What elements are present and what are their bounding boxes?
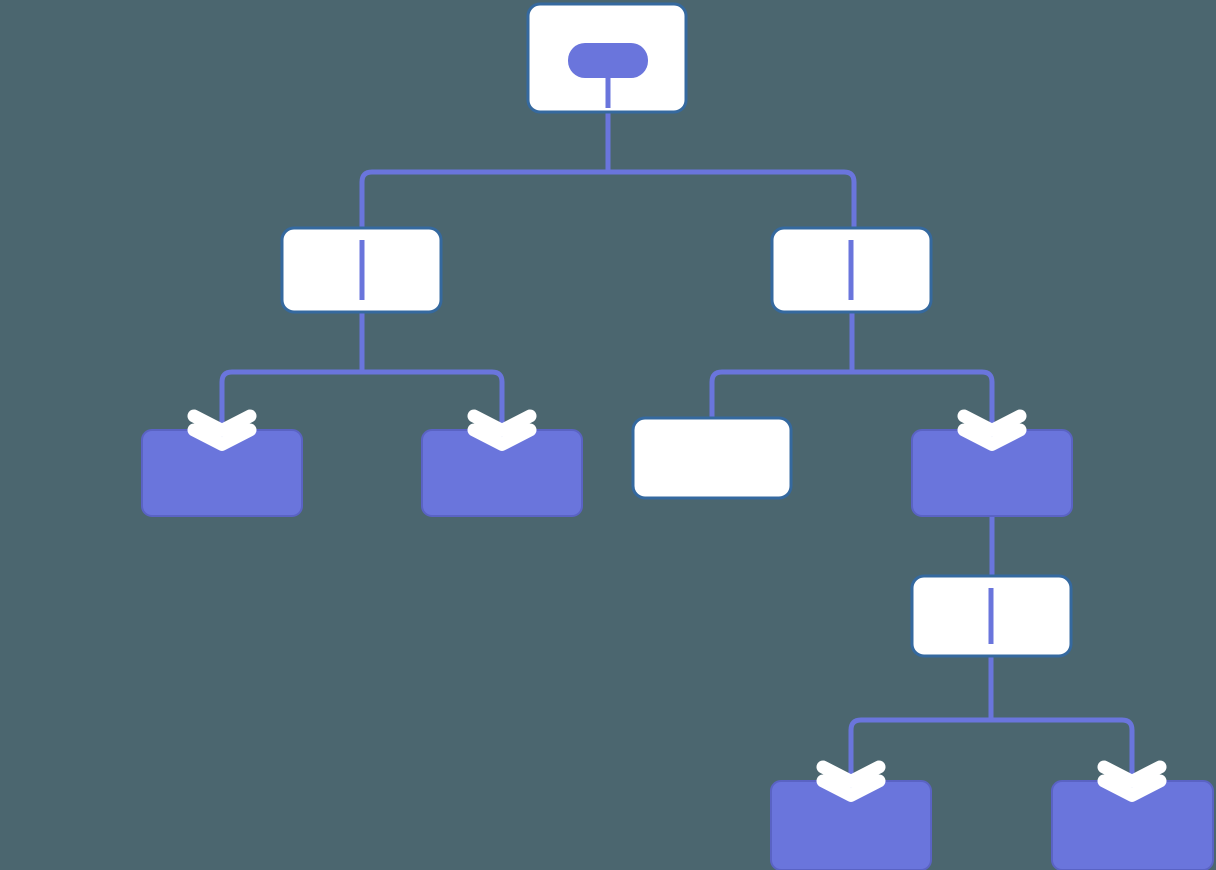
chevron-double-down-icon xyxy=(957,409,1027,451)
connector-layer xyxy=(219,60,1135,791)
node-pill-placeholder xyxy=(568,43,648,78)
chevron-double-down-icon xyxy=(816,760,886,802)
connector-path xyxy=(359,169,857,228)
chevron-stroke xyxy=(816,774,886,802)
connector-path xyxy=(848,717,1135,791)
chevron-stroke xyxy=(467,423,537,451)
node-empty[interactable] xyxy=(526,2,688,114)
chevron-double-down-icon xyxy=(467,409,537,451)
chevron-stroke xyxy=(187,423,257,451)
chevron-double-down-icon xyxy=(187,409,257,451)
chevron-stroke xyxy=(957,409,1027,437)
chevron-stroke xyxy=(187,409,257,437)
chevron-stroke xyxy=(957,423,1027,451)
chevron-stroke xyxy=(816,760,886,788)
connector-path xyxy=(219,369,505,440)
connector-path xyxy=(709,369,995,440)
node-empty[interactable] xyxy=(280,226,443,314)
node-layer xyxy=(141,2,1214,870)
arrow-marker-layer xyxy=(187,409,1167,802)
node-empty[interactable] xyxy=(631,416,793,500)
node-empty[interactable] xyxy=(770,226,933,314)
chevron-stroke xyxy=(467,409,537,437)
node-empty[interactable] xyxy=(910,574,1073,658)
node-body[interactable] xyxy=(631,416,793,500)
chevron-stroke xyxy=(1097,774,1167,802)
chevron-stroke xyxy=(1097,760,1167,788)
chevron-double-down-icon xyxy=(1097,760,1167,802)
